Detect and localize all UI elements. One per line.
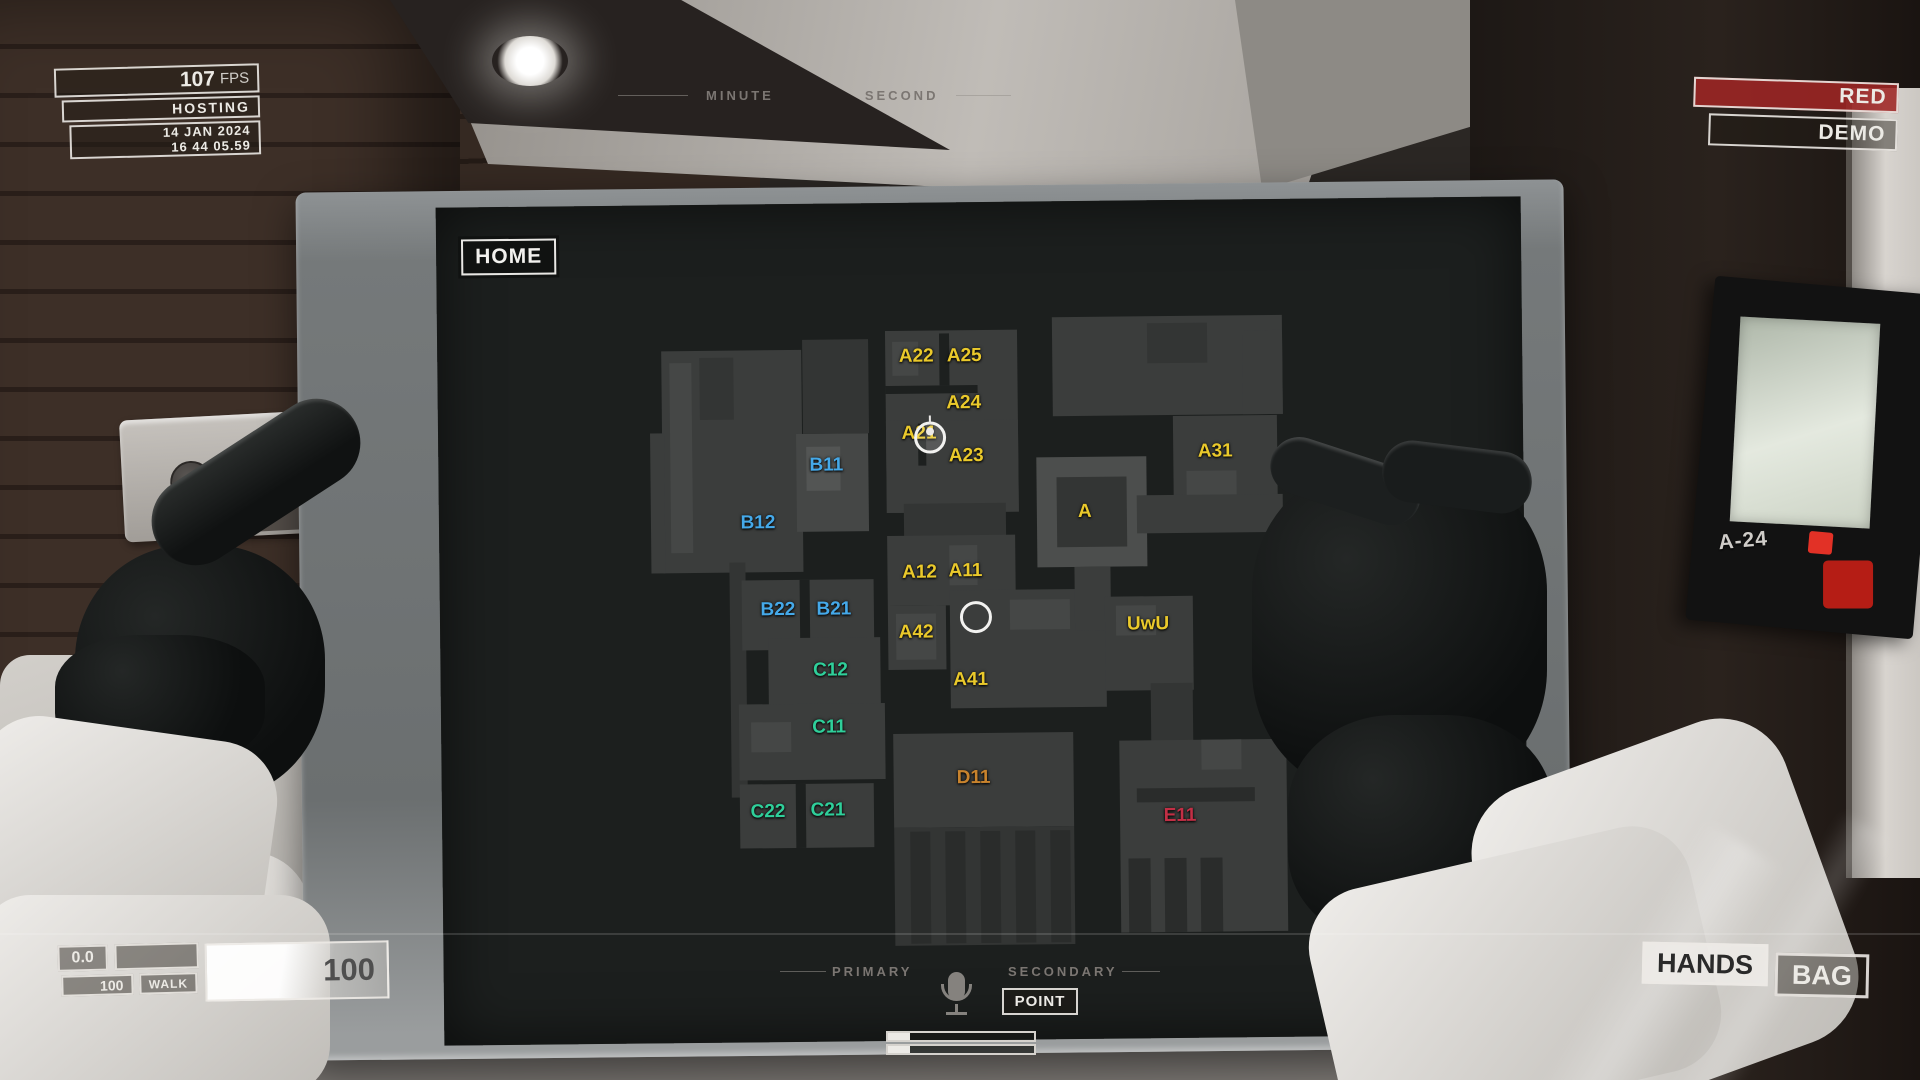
map-room-label: UwU: [1126, 613, 1170, 635]
map-room: [1201, 739, 1242, 770]
minute-label: MINUTE: [706, 88, 774, 103]
map-room: [1009, 599, 1071, 630]
empty-meter: [114, 942, 199, 971]
map-room: [945, 831, 967, 944]
point-label: POINT: [1014, 993, 1066, 1010]
map-room-label: C22: [750, 801, 786, 823]
reader-led-small: [1807, 530, 1834, 555]
hosting-status: HOSTING: [171, 98, 251, 117]
secondary-label: SECONDARY: [1008, 964, 1118, 979]
map-room-label: A23: [948, 444, 984, 467]
hud-top-right: RED DEMO: [1692, 76, 1900, 152]
hands-label: HANDS: [1656, 947, 1754, 980]
map-room: [1015, 830, 1037, 943]
map-room-label: A25: [946, 344, 982, 367]
map-room-label: B11: [809, 454, 844, 476]
map-room-label: A24: [946, 392, 982, 414]
primary-label: PRIMARY: [832, 964, 913, 979]
map-room-label: A12: [901, 561, 938, 583]
ceiling-light: [492, 36, 568, 86]
map-room-label: A11: [948, 559, 983, 582]
map-room-label: A42: [898, 621, 934, 643]
reader-led-large: [1823, 560, 1874, 609]
map-room: [910, 831, 932, 944]
map-room-label: A22: [898, 345, 934, 367]
map-room-label: E11: [1163, 804, 1197, 827]
map-room-label: C12: [812, 659, 849, 681]
map-room: [1050, 830, 1072, 943]
point-button[interactable]: POINT: [1002, 988, 1078, 1015]
demo-badge: DEMO: [1818, 120, 1886, 146]
speed-value: 0.0: [71, 948, 95, 967]
map-room-label: C11: [812, 716, 847, 738]
map-room: [669, 363, 694, 554]
map-room: [1146, 322, 1208, 364]
fps-value: 107: [179, 66, 216, 91]
map-room-label: B12: [740, 512, 776, 534]
hud-top-left: 107 FPS HOSTING 14 JAN 2024 16 44 05.59: [53, 63, 262, 160]
map-room-label: D11: [956, 766, 991, 789]
map-room: [980, 830, 1002, 944]
map-room: [1136, 493, 1284, 534]
map-room: [1241, 329, 1283, 415]
door-reader-label: A-24: [1717, 527, 1769, 555]
map-room: [1136, 787, 1255, 803]
player-marker: [913, 421, 947, 454]
progress-bar-1: [886, 1031, 1036, 1042]
map-room-label: B22: [760, 598, 796, 621]
map-room: [1150, 682, 1194, 742]
bag-button[interactable]: BAG: [1774, 952, 1870, 999]
map-room: [751, 722, 792, 753]
second-label: SECOND: [864, 88, 939, 103]
move-mode: WALK: [148, 975, 189, 991]
map-room: [802, 339, 870, 434]
progress-bar-2: [886, 1044, 1036, 1055]
map-room: [699, 357, 734, 420]
hud-bottom-left: 0.0 100 WALK: [57, 942, 199, 997]
health-box: 100: [204, 940, 390, 1002]
stamina-value: 100: [99, 976, 124, 994]
hud-frame-line: [0, 933, 1920, 935]
map-room: [795, 783, 807, 848]
hud-top-center: MINUTE SECOND: [618, 88, 1088, 103]
map-room-label: C21: [810, 799, 846, 821]
map-room: [1128, 858, 1152, 933]
hud-time: 16 44 05.59: [171, 137, 252, 155]
map-room-label: B21: [816, 598, 852, 620]
hud-bottom-right: HANDS BAG: [1641, 941, 1870, 999]
hands-button[interactable]: HANDS: [1641, 941, 1769, 987]
team-badge: RED: [1838, 84, 1887, 109]
map-room: [650, 433, 666, 574]
fps-unit: FPS: [219, 69, 250, 88]
map-room: [1200, 857, 1224, 932]
door-reader: A-24: [1685, 275, 1920, 640]
map-room: [1164, 857, 1188, 933]
map-room-label: A41: [953, 668, 989, 691]
door-reader-screen: [1729, 316, 1881, 529]
map-ping-marker: [959, 600, 993, 634]
bag-label: BAG: [1791, 959, 1853, 991]
map-room-label: A: [1077, 500, 1092, 522]
health-value: 100: [322, 951, 376, 988]
map-room-label: A31: [1197, 440, 1233, 462]
